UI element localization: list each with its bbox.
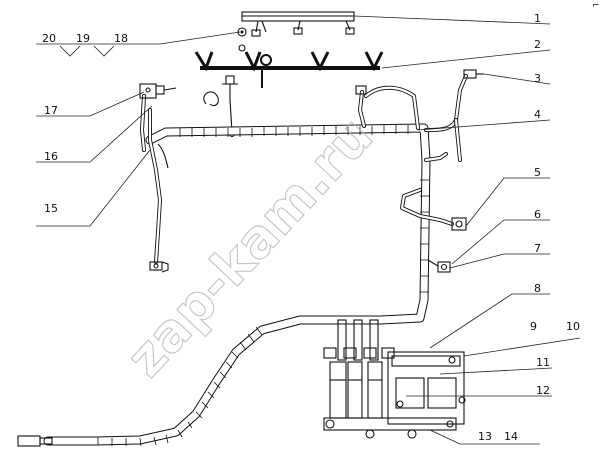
callout-7: 7 [534, 242, 541, 255]
callout-11: 11 [536, 356, 550, 369]
callout-18: 18 [114, 32, 128, 45]
part-1-injector-rail [241, 11, 355, 37]
ecu-block [323, 319, 466, 439]
callout-19: 19 [76, 32, 90, 45]
callout-numbers: 1 2 3 4 5 6 7 8 9 10 11 12 13 14 15 16 1… [42, 12, 580, 443]
callout-4: 4 [534, 108, 541, 121]
part-2-manifold-harness [194, 44, 384, 88]
callout-3: 3 [534, 72, 541, 85]
callout-5: 5 [534, 166, 541, 179]
callout-2: 2 [534, 38, 541, 51]
leader-lines [36, 15, 581, 445]
corner-mark: ⌐ [592, 1, 600, 11]
callout-1: 1 [534, 12, 541, 25]
callout-6: 6 [534, 208, 541, 221]
right-mid-branch [400, 152, 467, 273]
main-harness [17, 123, 431, 447]
callout-12: 12 [536, 384, 550, 397]
callout-10: 10 [566, 320, 580, 333]
callout-15: 15 [44, 202, 58, 215]
callout-13: 13 [478, 430, 492, 443]
callout-14: 14 [504, 430, 518, 443]
callout-8: 8 [534, 282, 541, 295]
callout-17: 17 [44, 104, 58, 117]
callout-20: 20 [42, 32, 56, 45]
callout-9: 9 [530, 320, 537, 333]
clamp [203, 91, 219, 107]
callout-16: 16 [44, 150, 58, 163]
left-branch [139, 83, 177, 273]
